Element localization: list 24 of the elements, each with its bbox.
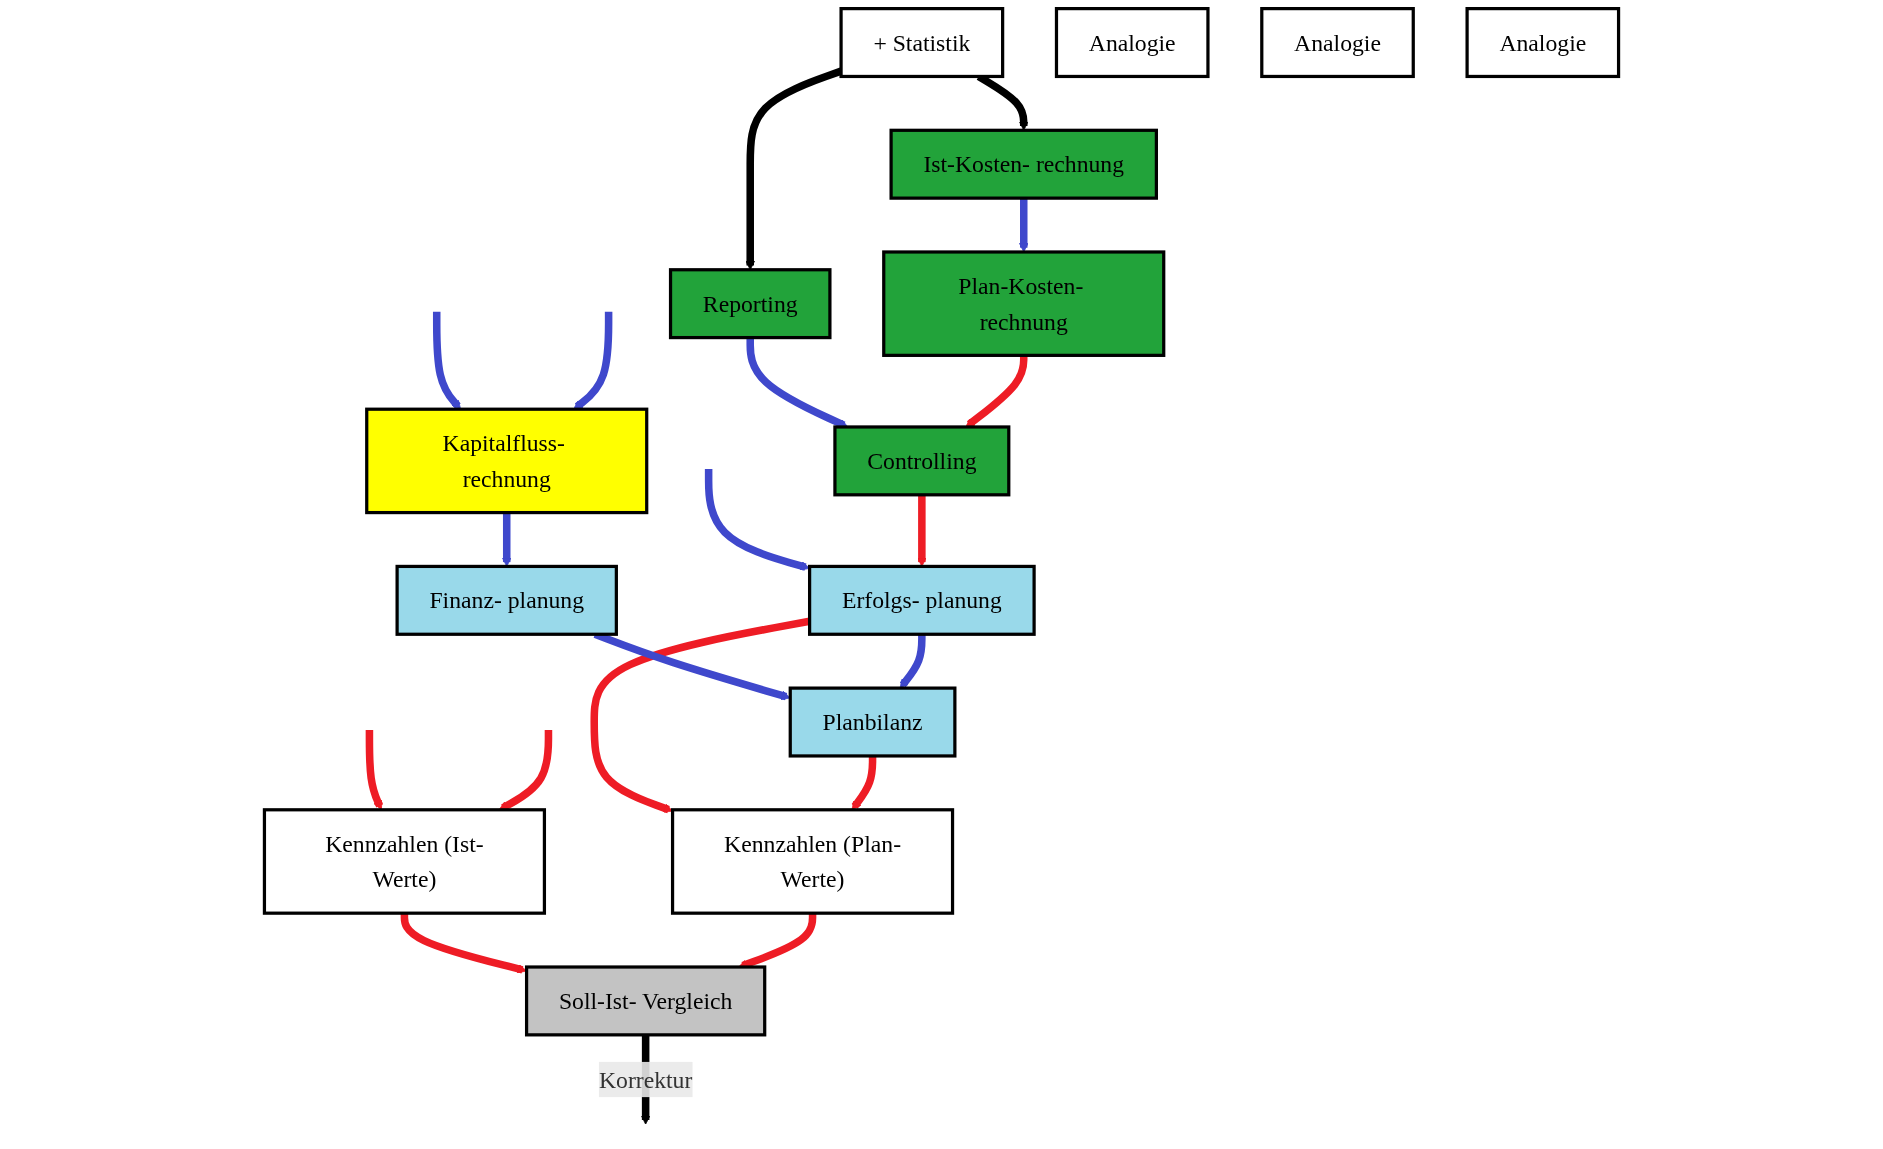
node-box: Controlling bbox=[833, 425, 1011, 497]
node-box: + Statistik bbox=[839, 7, 1005, 79]
node-box: Analogie bbox=[1260, 7, 1415, 79]
node-box: Kapitalfluss- rechnung bbox=[365, 407, 649, 515]
arrow bbox=[917, 494, 927, 567]
arrow bbox=[851, 755, 877, 811]
arrow bbox=[502, 512, 512, 567]
arrow bbox=[590, 617, 811, 814]
node-box: Erfolgs- planung bbox=[808, 564, 1036, 636]
node-box: Analogie bbox=[1054, 7, 1210, 79]
node-box: Analogie bbox=[1465, 7, 1621, 79]
node-box: Ist-Kosten- rechnung bbox=[889, 128, 1158, 200]
arrow bbox=[1019, 198, 1029, 253]
arrow bbox=[965, 355, 1028, 428]
node-box: Planbilanz bbox=[788, 686, 957, 758]
node-box: Plan-Kosten- rechnung bbox=[882, 250, 1166, 357]
arrow bbox=[899, 634, 926, 689]
edge-label: Korrektur bbox=[598, 1066, 693, 1093]
node-box: Kennzahlen (Ist-Werte) bbox=[262, 808, 547, 915]
node-box: Reporting bbox=[668, 268, 832, 340]
arrow bbox=[704, 468, 811, 571]
node-box: Soll-Ist- Vergleich bbox=[524, 965, 767, 1037]
node-box: Kennzahlen (Plan-Werte) bbox=[670, 808, 955, 915]
node-box: Finanz- planung bbox=[395, 564, 618, 636]
